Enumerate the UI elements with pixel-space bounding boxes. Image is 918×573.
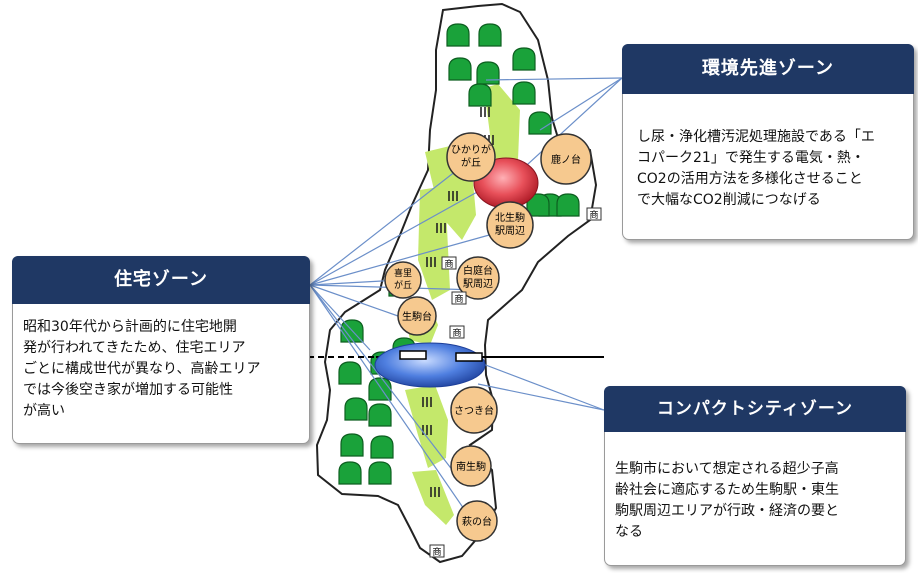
green-belt: [412, 470, 454, 525]
area-shikanodai: 鹿ノ台: [540, 133, 592, 185]
compact-zone-panel: コンパクトシティゾーン 生駒市において想定される超少子高 齢社会に適応するため生…: [604, 386, 906, 566]
svg-text:商: 商: [444, 258, 453, 270]
env-zone-panel: 環境先進ゾーン し尿・浄化槽汚泥処理施設である「エ コパーク21」で発生する電気…: [622, 44, 914, 240]
area-label-line: が丘: [461, 156, 481, 169]
area-label: 南生駒: [456, 460, 486, 473]
area-label: 生駒台: [402, 310, 432, 323]
area-minamiikoma: 南生駒: [450, 445, 492, 487]
compact-zone-title: コンパクトシティゾーン: [604, 386, 906, 432]
shop-marker: 商: [429, 544, 445, 558]
area-label-line: 駅周辺: [495, 225, 525, 237]
shop-marker: 商: [449, 325, 465, 339]
area-ikomadai: 生駒台: [397, 296, 437, 336]
svg-text:商: 商: [452, 327, 461, 339]
shop-markers: 商 商 商 商 商: [429, 207, 602, 558]
shop-marker: 商: [451, 291, 467, 305]
compact-zone-description: 生駒市において想定される超少子高 齢社会に適応するため生駒駅・東生 駒駅周辺エリ…: [615, 461, 839, 540]
area-label-line: 北生駒: [495, 211, 525, 224]
svg-text:商: 商: [589, 209, 598, 221]
housing-zone-panel: 住宅ゾーン 昭和30年代から計画的に住宅地開 発が行われてきたため、住宅エリア …: [12, 256, 310, 444]
shop-marker: 商: [586, 207, 602, 221]
svg-text:商: 商: [454, 293, 463, 305]
housing-zone-description: 昭和30年代から計画的に住宅地開 発が行われてきたため、住宅エリア ごとに構成世…: [23, 319, 261, 419]
env-zone-description: し尿・浄化槽汚泥処理施設である「エ コパーク21」で発生する電気・熱・ CO2の…: [637, 129, 875, 208]
area-shiraniwadai: 白庭台 駅周辺: [456, 256, 500, 300]
area-haginodai: 萩の台: [456, 500, 498, 542]
area-label-line: ひかりが: [451, 143, 491, 156]
green-belt: [484, 84, 520, 178]
svg-text:商: 商: [432, 546, 441, 558]
env-zone-title: 環境先進ゾーン: [622, 44, 914, 94]
green-belt: [418, 186, 450, 300]
compact-zone-marker: [374, 342, 486, 388]
station-east-ikoma: [399, 350, 427, 360]
housing-zone-title: 住宅ゾーン: [12, 256, 310, 304]
station-ikoma: [455, 352, 483, 362]
area-kitaikoma: 北生駒 駅周辺: [486, 201, 534, 249]
area-kisatogaoka: 喜里 が丘: [384, 261, 422, 299]
area-label: 鹿ノ台: [551, 153, 581, 166]
area-label-line: 白庭台: [463, 264, 493, 277]
area-label: さつき台: [454, 404, 494, 417]
area-hikarigaoka: ひかりが が丘: [446, 132, 496, 182]
area-label-line: 駅周辺: [463, 278, 493, 290]
shop-marker: 商: [441, 256, 457, 270]
area-label-line: が丘: [394, 279, 412, 291]
area-label: 萩の台: [462, 515, 492, 528]
area-satsukidai: さつき台: [450, 386, 498, 434]
area-label-line: 喜里: [394, 267, 412, 279]
